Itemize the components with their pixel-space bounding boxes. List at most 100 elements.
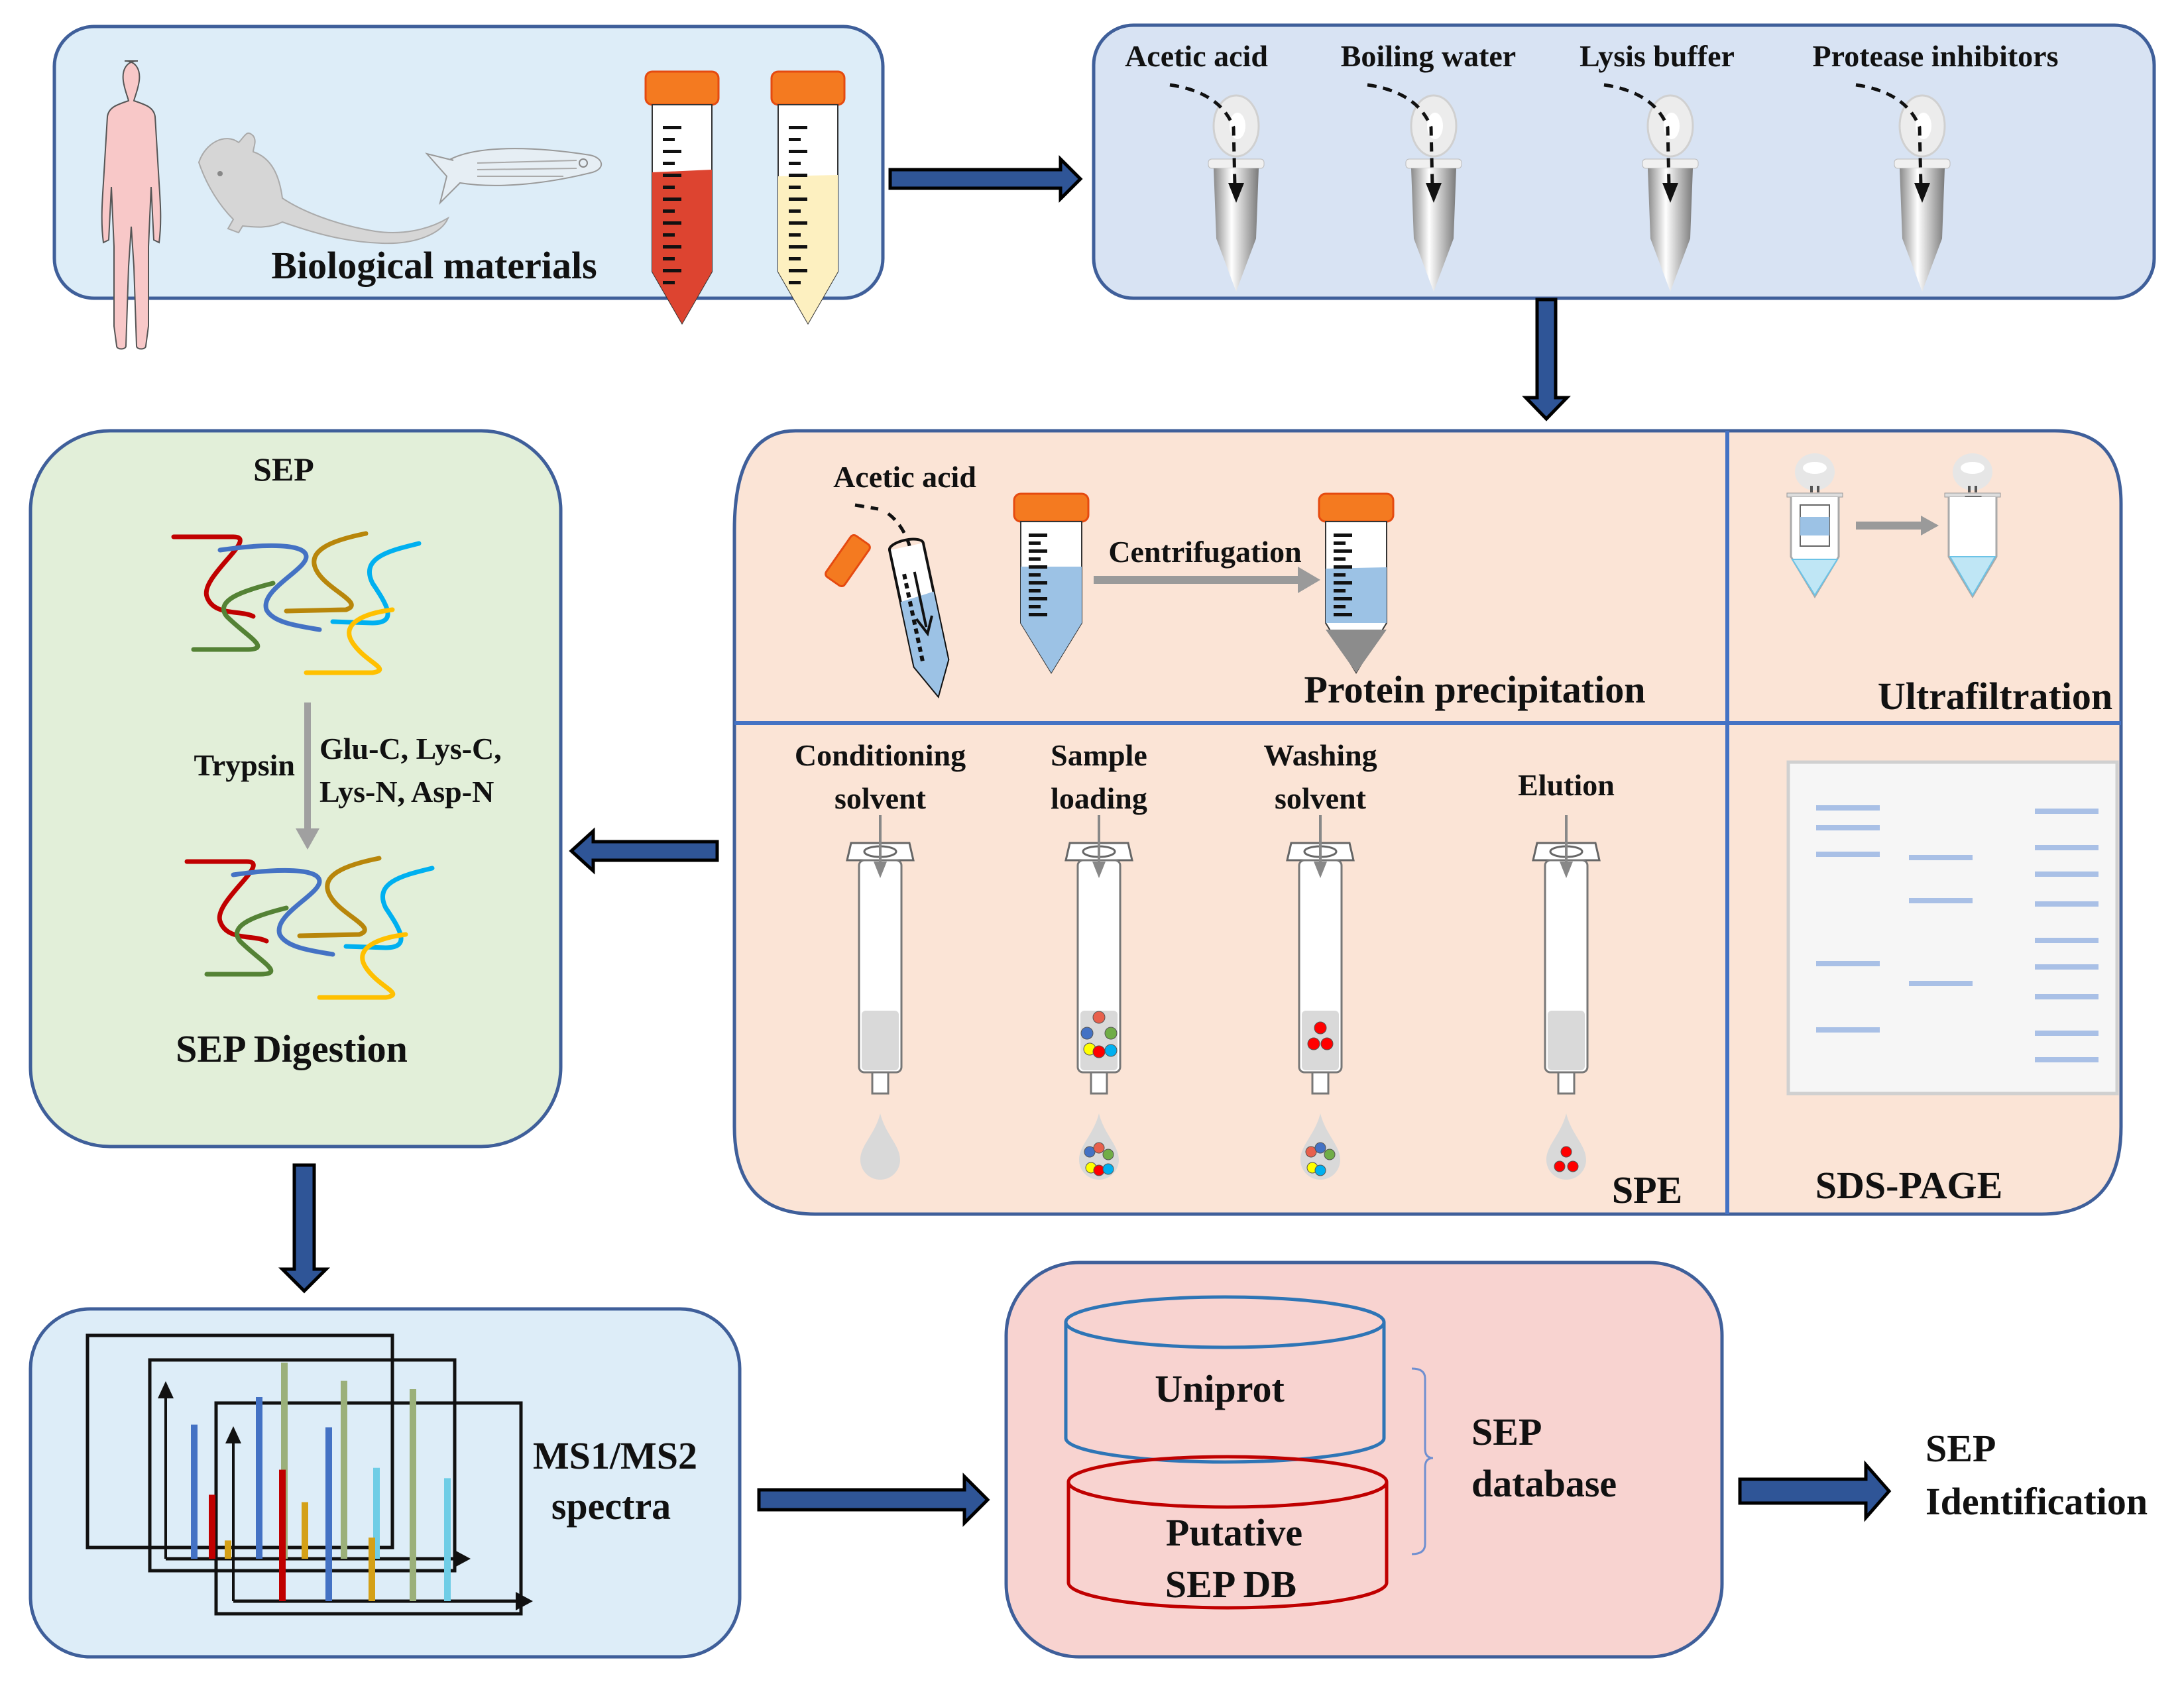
peptide-strand: [297, 856, 382, 938]
panel-background: [1004, 1261, 1724, 1659]
spe-step-label-line1: Conditioning: [795, 738, 966, 772]
biological-materials-label: Biological materials: [271, 244, 597, 287]
gel-lane: [1909, 855, 1973, 986]
peptide-strand: [191, 581, 276, 652]
database-panel: Uniprot Putative SEP DB SEP database: [1004, 1261, 1724, 1659]
graduation-tick: [1334, 565, 1352, 569]
graduation-tick: [1029, 589, 1041, 592]
trypsin-label: Trypsin: [194, 748, 295, 782]
graduation-tick: [1029, 573, 1041, 577]
analyte-bead: [1314, 1164, 1326, 1176]
reagent-tube-group: Boiling water: [1341, 39, 1516, 292]
spectrum-peak: [341, 1380, 347, 1559]
spe-cartridge-icon: [1286, 842, 1355, 1095]
peptide-strands-icon: [171, 531, 422, 675]
reagent-label: Acetic acid: [1125, 39, 1268, 73]
sds-page-title: SDS-PAGE: [1815, 1164, 2003, 1207]
enzymes-label-line1: Glu-C, Lys-C,: [319, 732, 502, 765]
peptide-strand: [343, 866, 435, 950]
gel-band: [1909, 981, 1973, 986]
acetic-acid-label: Acetic acid: [833, 460, 976, 494]
axis-arrowhead: [225, 1426, 241, 1443]
analyte-bead: [1567, 1160, 1579, 1172]
reagent-tube-group: Protease inhibitors: [1813, 39, 2058, 292]
reagent-label: Boiling water: [1341, 39, 1516, 73]
eluate-drop-icon: [1300, 1113, 1340, 1180]
grouping-brace: [1411, 1367, 1434, 1555]
putative-label-line1: Putative: [1166, 1511, 1302, 1554]
gel-band: [1816, 805, 1880, 811]
peptide-strand: [204, 905, 289, 977]
tilted-tube-icon: [888, 537, 950, 699]
ms-label-line1: MS1/MS2: [533, 1434, 697, 1477]
sep-title: SEP: [253, 451, 314, 488]
spectrum-frame: [214, 1401, 523, 1616]
spe-cartridge-icon: [1064, 842, 1133, 1095]
gel-band: [2035, 871, 2098, 877]
analyte-bead: [1554, 1160, 1566, 1172]
graduation-tick: [1334, 534, 1352, 537]
analyte-bead: [1102, 1149, 1114, 1160]
spectrum-peak: [302, 1502, 308, 1559]
digestion-panel: SEP Trypsin Glu-C, Lys-C, Lys-N, Asp-N S…: [29, 429, 563, 1149]
analyte-bead: [1324, 1149, 1336, 1160]
reagent-tube-group: Acetic acid: [1125, 39, 1268, 292]
analyte-bead: [1307, 1037, 1320, 1050]
enzymes-label-line2: Lys-N, Asp-N: [319, 775, 494, 809]
graduation-tick: [1334, 541, 1346, 545]
sep-database-line2: database: [1471, 1462, 1617, 1505]
axis-arrowhead: [158, 1381, 174, 1398]
spe-step-label-line2: Elution: [1518, 768, 1615, 802]
analyte-bead: [1320, 1037, 1334, 1050]
graduation-tick: [1029, 534, 1047, 537]
peptide-strand: [330, 541, 422, 626]
spe-step-label-line2: loading: [1051, 781, 1147, 815]
arrowhead: [1914, 183, 1930, 203]
graduation-tick: [663, 138, 675, 141]
enrichment-panel: Acetic acid Centrifugation: [732, 429, 2123, 1216]
uniprot-label: Uniprot: [1155, 1367, 1285, 1410]
graduation-tick: [789, 245, 807, 249]
peptide-strand: [317, 932, 408, 1000]
gel-band: [1816, 825, 1880, 830]
spectrum-peak: [279, 1469, 286, 1601]
spectrum-frame: [148, 1358, 457, 1573]
sep-digestion-title: SEP Digestion: [176, 1027, 408, 1070]
spe-step-label-line1: Washing: [1263, 738, 1377, 772]
spe-step-label-line2: solvent: [1275, 781, 1367, 815]
ultrafiltration-section: Ultrafiltration: [1786, 453, 2112, 718]
spectrum-peak: [191, 1424, 198, 1559]
spectra-plot-icon: [86, 1333, 533, 1616]
graduation-tick: [663, 245, 681, 249]
graduation-tick: [789, 138, 801, 141]
graduation-tick: [1334, 589, 1346, 592]
protein-precipitation-section: Acetic acid Centrifugation: [825, 460, 1645, 711]
gel-band: [2035, 964, 2098, 970]
digested-peptides-icon: [184, 856, 435, 1000]
centrifugation-label: Centrifugation: [1108, 535, 1301, 569]
flow-arrow-right: [757, 1472, 990, 1528]
graduation-tick: [1029, 605, 1041, 608]
graduation-tick: [1029, 541, 1041, 545]
gel-band: [2035, 1057, 2098, 1062]
identification-line2: Identification: [1925, 1480, 2148, 1523]
tilted-cap-icon: [825, 534, 871, 588]
pour-dashed-line: [854, 503, 914, 557]
biological-materials-panel: Biological materials: [52, 25, 885, 350]
spectrum-peak: [444, 1478, 451, 1601]
gel-band: [1816, 1027, 1880, 1033]
ms-spectra-panel: MS1/MS2 spectra: [29, 1307, 742, 1659]
microcentrifuge-tube-icon: [1894, 94, 1951, 292]
centrifuge-tube-after-icon: [1318, 492, 1395, 674]
peptide-strand: [231, 868, 335, 957]
sep-database-line1: SEP: [1471, 1410, 1542, 1453]
spe-cartridge-icon: [1532, 842, 1601, 1095]
analyte-bead: [1104, 1044, 1118, 1057]
spectrum-peak: [410, 1389, 416, 1601]
graduation-tick: [789, 257, 801, 260]
spectrum-peak: [325, 1427, 332, 1601]
analyte-bead: [1093, 1142, 1105, 1154]
gel-background: [1786, 760, 2119, 1096]
flow-arrow-down: [278, 1163, 331, 1294]
sds-page-section: SDS-PAGE: [1786, 760, 2119, 1207]
